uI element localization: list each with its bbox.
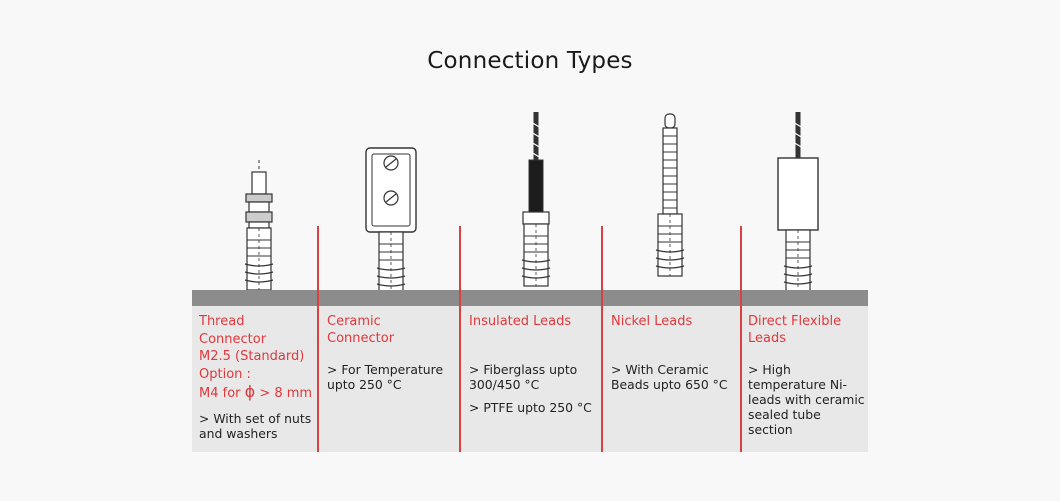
mounting-bar bbox=[192, 290, 868, 306]
direct-flexible-leads-sensor-icon bbox=[777, 112, 819, 293]
column-note: > With Ceramic Beads upto 650 °C bbox=[611, 362, 728, 392]
column-note: > With set of nuts and washers bbox=[199, 410, 312, 441]
column-note: > High temperature Ni-leads with ceramic… bbox=[748, 362, 865, 437]
nickel-leads-sensor-icon bbox=[655, 113, 685, 277]
column-thread-connector: Thread Connector M2.5 (Standard) Option … bbox=[199, 313, 314, 441]
column-heading: Ceramic Connector bbox=[327, 314, 395, 346]
column-note: > Fiberglass upto 300/450 °C bbox=[469, 362, 578, 392]
column-divider bbox=[317, 226, 319, 452]
insulated-leads-sensor-icon bbox=[521, 112, 551, 287]
column-heading: Insulated Leads bbox=[469, 314, 572, 329]
column-divider bbox=[740, 226, 742, 452]
thread-connector-sensor-icon bbox=[244, 160, 274, 291]
column-insulated-leads: Insulated Leads > Fiberglass upto 300/45… bbox=[469, 313, 595, 415]
column-ceramic-connector: Ceramic Connector > For Temperature upto… bbox=[327, 313, 451, 392]
column-note: > For Temperature upto 250 °C bbox=[327, 362, 444, 392]
description-panel bbox=[192, 306, 868, 452]
column-nickel-leads: Nickel Leads > With Ceramic Beads upto 6… bbox=[611, 313, 735, 392]
column-heading: Nickel Leads bbox=[611, 314, 693, 329]
diameter-symbol: ϕ bbox=[244, 382, 256, 401]
column-heading: Thread Connector M2.5 (Standard) Option … bbox=[199, 314, 313, 401]
column-heading: Direct Flexible Leads bbox=[748, 314, 842, 346]
column-note: > PTFE upto 250 °C bbox=[469, 400, 592, 415]
column-divider bbox=[459, 226, 461, 452]
ceramic-connector-sensor-icon bbox=[365, 147, 417, 295]
page-title: Connection Types bbox=[427, 48, 633, 74]
column-divider bbox=[601, 226, 603, 452]
column-direct-flexible-leads: Direct Flexible Leads > High temperature… bbox=[748, 313, 866, 437]
